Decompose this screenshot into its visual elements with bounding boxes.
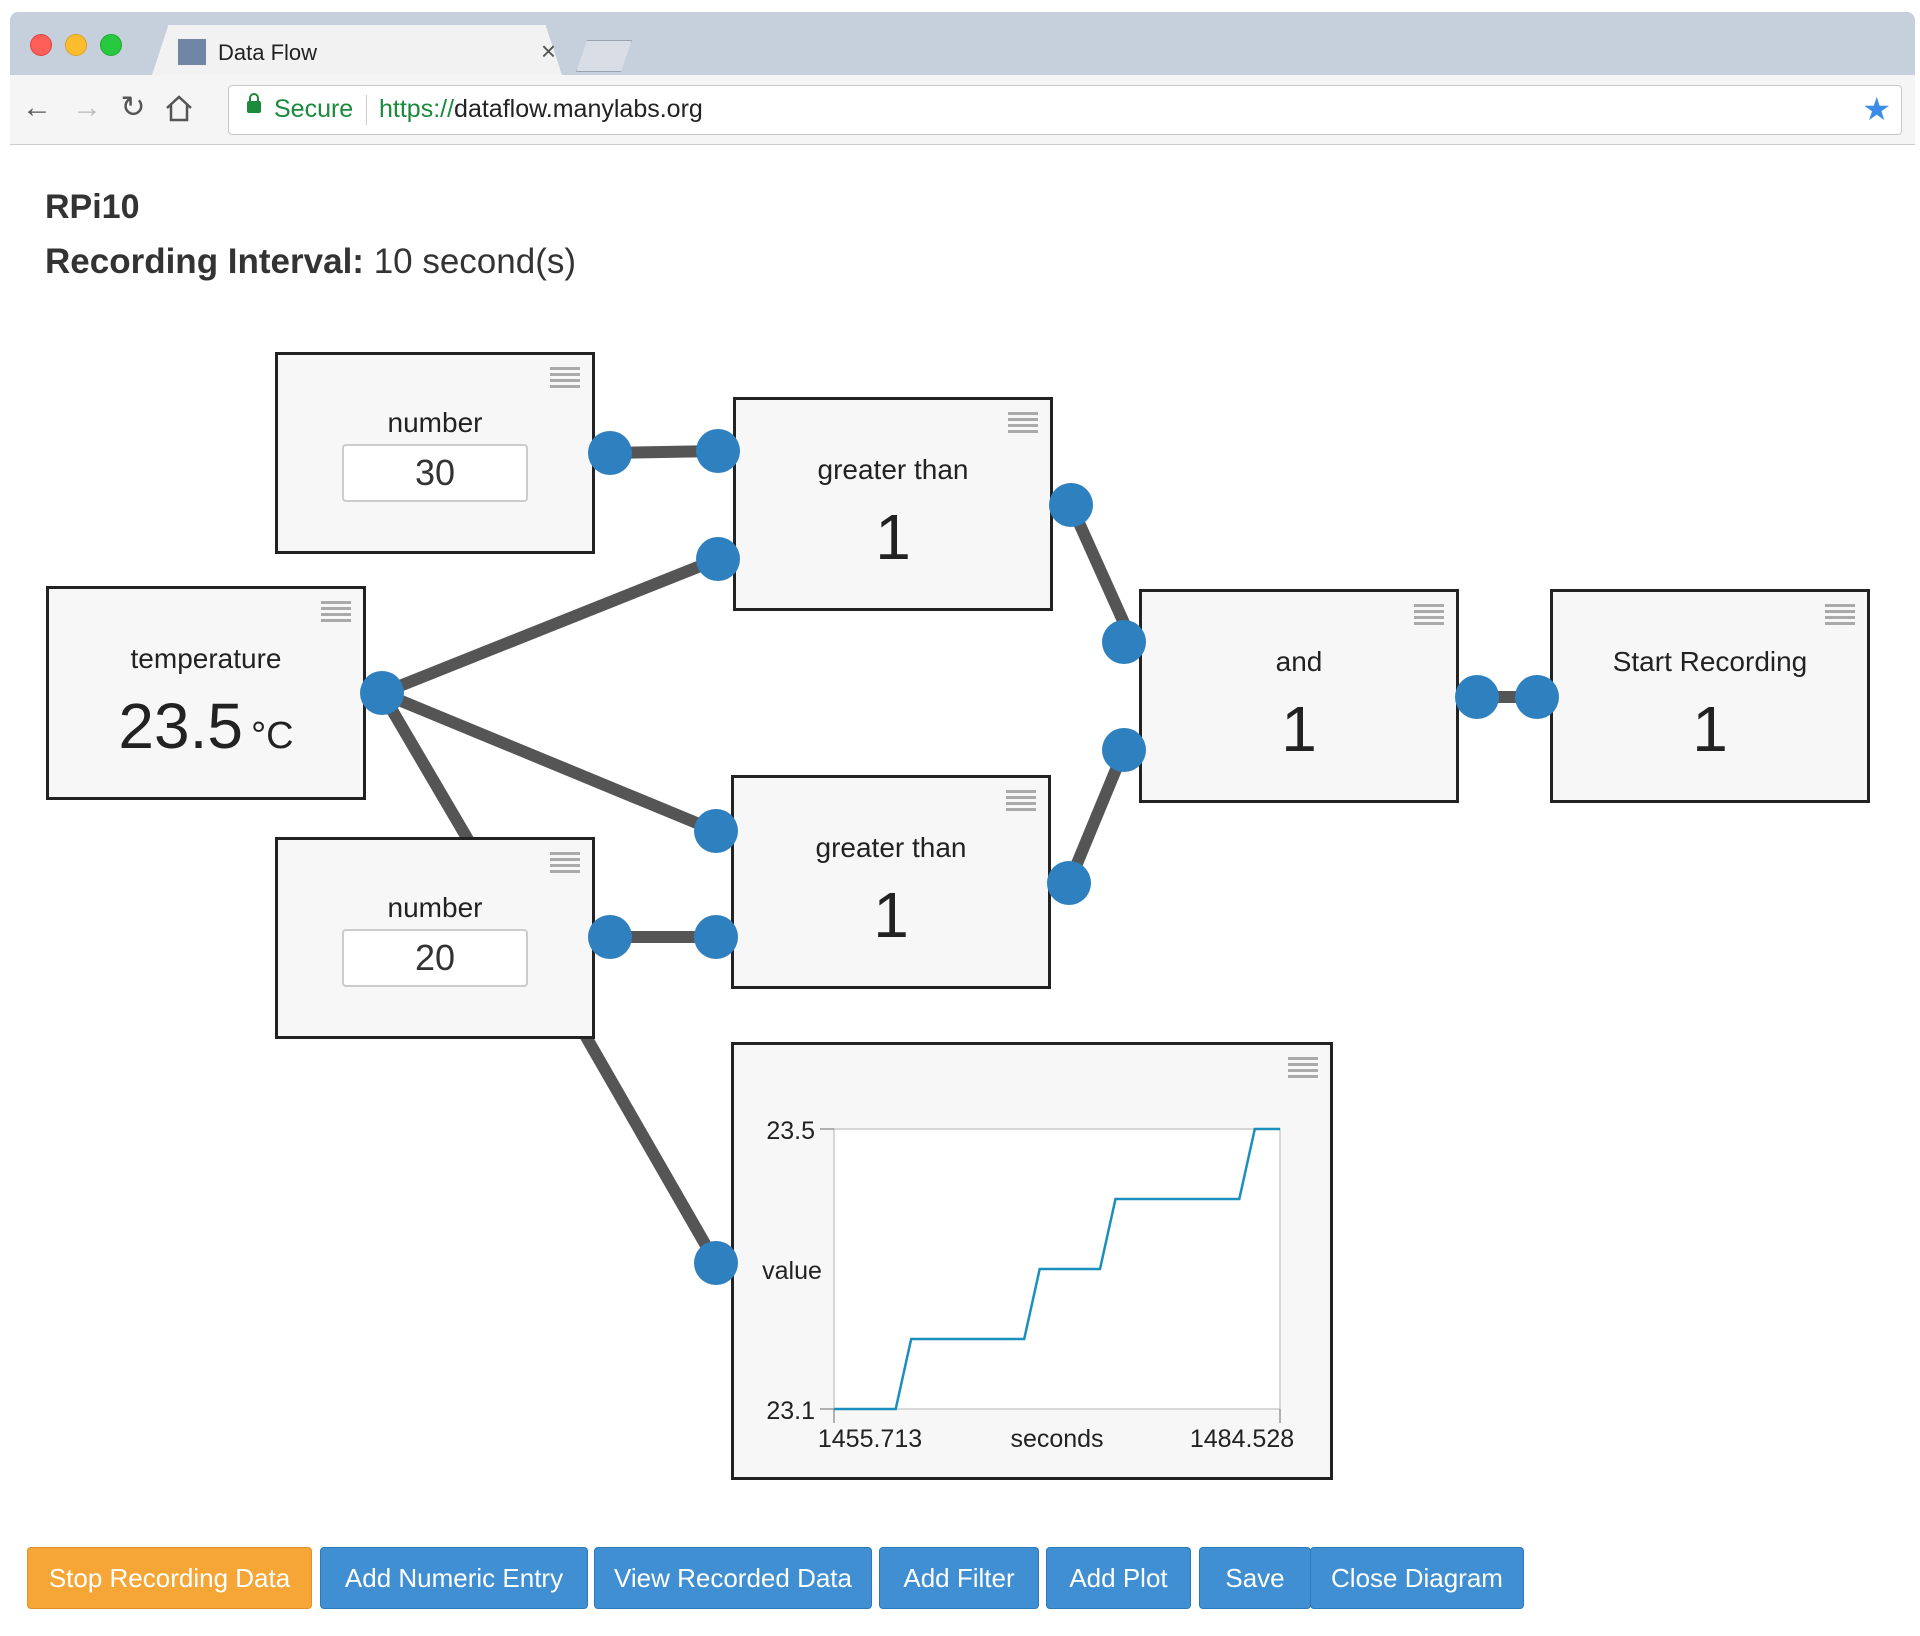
output-port-temperature[interactable] <box>360 671 404 715</box>
favicon-icon <box>178 39 206 65</box>
home-icon[interactable] <box>162 93 196 123</box>
wire-greater-bottom-to-and[interactable] <box>1063 744 1130 889</box>
input-port-and-b[interactable] <box>1102 728 1146 772</box>
plot-series-line <box>834 1127 1280 1411</box>
block-label: number <box>387 407 483 438</box>
input-port-greater-bottom-b[interactable] <box>694 915 738 959</box>
block-menu-icon[interactable] <box>550 367 580 389</box>
output-port-number-top[interactable] <box>588 431 632 475</box>
forward-arrow-icon[interactable]: → <box>72 91 102 124</box>
start-recording-block[interactable]: Start Recording 1 <box>1550 589 1870 803</box>
tab-bar: Data Flow × <box>10 12 1915 75</box>
block-menu-icon[interactable] <box>1008 412 1038 434</box>
browser-tab[interactable] <box>152 25 562 75</box>
recording-interval-value: 10 second(s) <box>373 242 577 281</box>
plot-block[interactable]: 23.5 23.1 value 1455.713 seconds 1484.52… <box>731 1042 1333 1480</box>
block-label: greater than <box>817 454 969 485</box>
y-axis-label: value <box>762 1257 822 1285</box>
recording-interval: Recording Interval: 10 second(s) <box>45 242 576 282</box>
greater-than-block-bottom[interactable]: greater than 1 <box>731 775 1051 989</box>
wire-temperature-to-number20[interactable] <box>376 687 476 849</box>
block-value: 1 <box>875 501 911 573</box>
address-bar[interactable]: Secure https://dataflow.manylabs.org ★ <box>228 85 1902 135</box>
block-menu-icon[interactable] <box>1006 790 1036 812</box>
block-menu-icon[interactable] <box>550 852 580 874</box>
plot-chart: 23.5 23.1 value 1455.713 seconds 1484.52… <box>762 1117 1294 1453</box>
add-numeric-entry-button[interactable]: Add Numeric Entry <box>320 1547 588 1609</box>
lock-icon <box>247 93 261 113</box>
browser-tab-content[interactable]: Data Flow × <box>168 36 556 66</box>
x-axis-label: seconds <box>1010 1425 1103 1453</box>
y-tick-label-min: 23.1 <box>766 1397 815 1425</box>
reload-icon[interactable]: ↻ <box>120 91 146 124</box>
output-port-greater-top[interactable] <box>1049 483 1093 527</box>
output-port-number-bottom[interactable] <box>588 915 632 959</box>
minimize-window-button[interactable] <box>65 34 87 56</box>
output-port-and[interactable] <box>1455 675 1499 719</box>
close-diagram-button[interactable]: Close Diagram <box>1310 1547 1524 1609</box>
and-block[interactable]: and 1 <box>1139 589 1459 803</box>
bookmark-star-icon[interactable]: ★ <box>1862 91 1891 127</box>
wire-number20-to-plot[interactable] <box>579 1029 722 1269</box>
input-port-greater-top-b[interactable] <box>696 537 740 581</box>
url-protocol: https:// <box>379 95 455 123</box>
wire-temperature-to-greater-top[interactable] <box>376 553 724 699</box>
maximize-window-button[interactable] <box>100 34 122 56</box>
temperature-value: 23.5 <box>118 690 243 762</box>
url-host: dataflow.manylabs.org <box>454 95 703 123</box>
input-port-plot[interactable] <box>694 1241 738 1285</box>
add-plot-button[interactable]: Add Plot <box>1046 1547 1191 1609</box>
number-block-bottom[interactable]: number 20 <box>275 837 595 1039</box>
temperature-unit: °C <box>250 715 294 757</box>
block-value: 1 <box>873 879 909 951</box>
block-label: and <box>1275 646 1323 677</box>
y-tick-label-max: 23.5 <box>766 1117 815 1145</box>
x-tick-label-min: 1455.713 <box>818 1425 922 1453</box>
number-input-top[interactable]: 30 <box>342 444 528 502</box>
recording-interval-label: Recording Interval: <box>45 242 364 281</box>
block-menu-icon[interactable] <box>1825 604 1855 626</box>
input-port-greater-bottom-a[interactable] <box>694 809 738 853</box>
greater-than-block-top[interactable]: greater than 1 <box>733 397 1053 611</box>
block-menu-icon[interactable] <box>321 601 351 623</box>
stop-recording-button[interactable]: Stop Recording Data <box>27 1547 312 1609</box>
temperature-reading: 23.5°C <box>49 689 363 763</box>
temperature-block[interactable]: temperature 23.5°C <box>46 586 366 800</box>
block-label: temperature <box>130 643 282 674</box>
save-button[interactable]: Save <box>1199 1547 1311 1609</box>
x-tick-label-max: 1484.528 <box>1190 1425 1294 1453</box>
block-value: 1 <box>1281 693 1317 765</box>
block-menu-icon[interactable] <box>1414 604 1444 626</box>
block-label: greater than <box>815 832 967 863</box>
block-menu-icon[interactable] <box>1288 1057 1318 1079</box>
input-port-start-recording[interactable] <box>1515 675 1559 719</box>
input-port-greater-top-a[interactable] <box>696 429 740 473</box>
secure-label: Secure <box>274 95 354 123</box>
wire-temperature-to-greater-bottom[interactable] <box>376 687 722 837</box>
number-input-bottom[interactable]: 20 <box>342 929 528 987</box>
input-port-and-a[interactable] <box>1102 620 1146 664</box>
close-window-button[interactable] <box>30 34 52 56</box>
browser-toolbar: ← → ↻ Secure https://dataflow.manylabs.o… <box>10 75 1915 145</box>
address-separator <box>366 95 367 125</box>
block-label: number <box>387 892 483 923</box>
view-recorded-data-button[interactable]: View Recorded Data <box>594 1547 872 1609</box>
tab-title: Data Flow <box>218 40 318 65</box>
add-filter-button[interactable]: Add Filter <box>879 1547 1039 1609</box>
output-port-greater-bottom[interactable] <box>1047 861 1091 905</box>
device-name: RPi10 <box>45 188 140 226</box>
url-text: https://dataflow.manylabs.org <box>379 95 703 124</box>
number-block-top[interactable]: number 30 <box>275 352 595 554</box>
browser-chrome: Data Flow × ← → ↻ Secure https://dataflo… <box>10 12 1915 145</box>
block-label: Start Recording <box>1612 646 1808 677</box>
tab-close-icon[interactable]: × <box>540 36 556 66</box>
block-value: 1 <box>1692 693 1728 765</box>
back-arrow-icon[interactable]: ← <box>22 91 52 124</box>
